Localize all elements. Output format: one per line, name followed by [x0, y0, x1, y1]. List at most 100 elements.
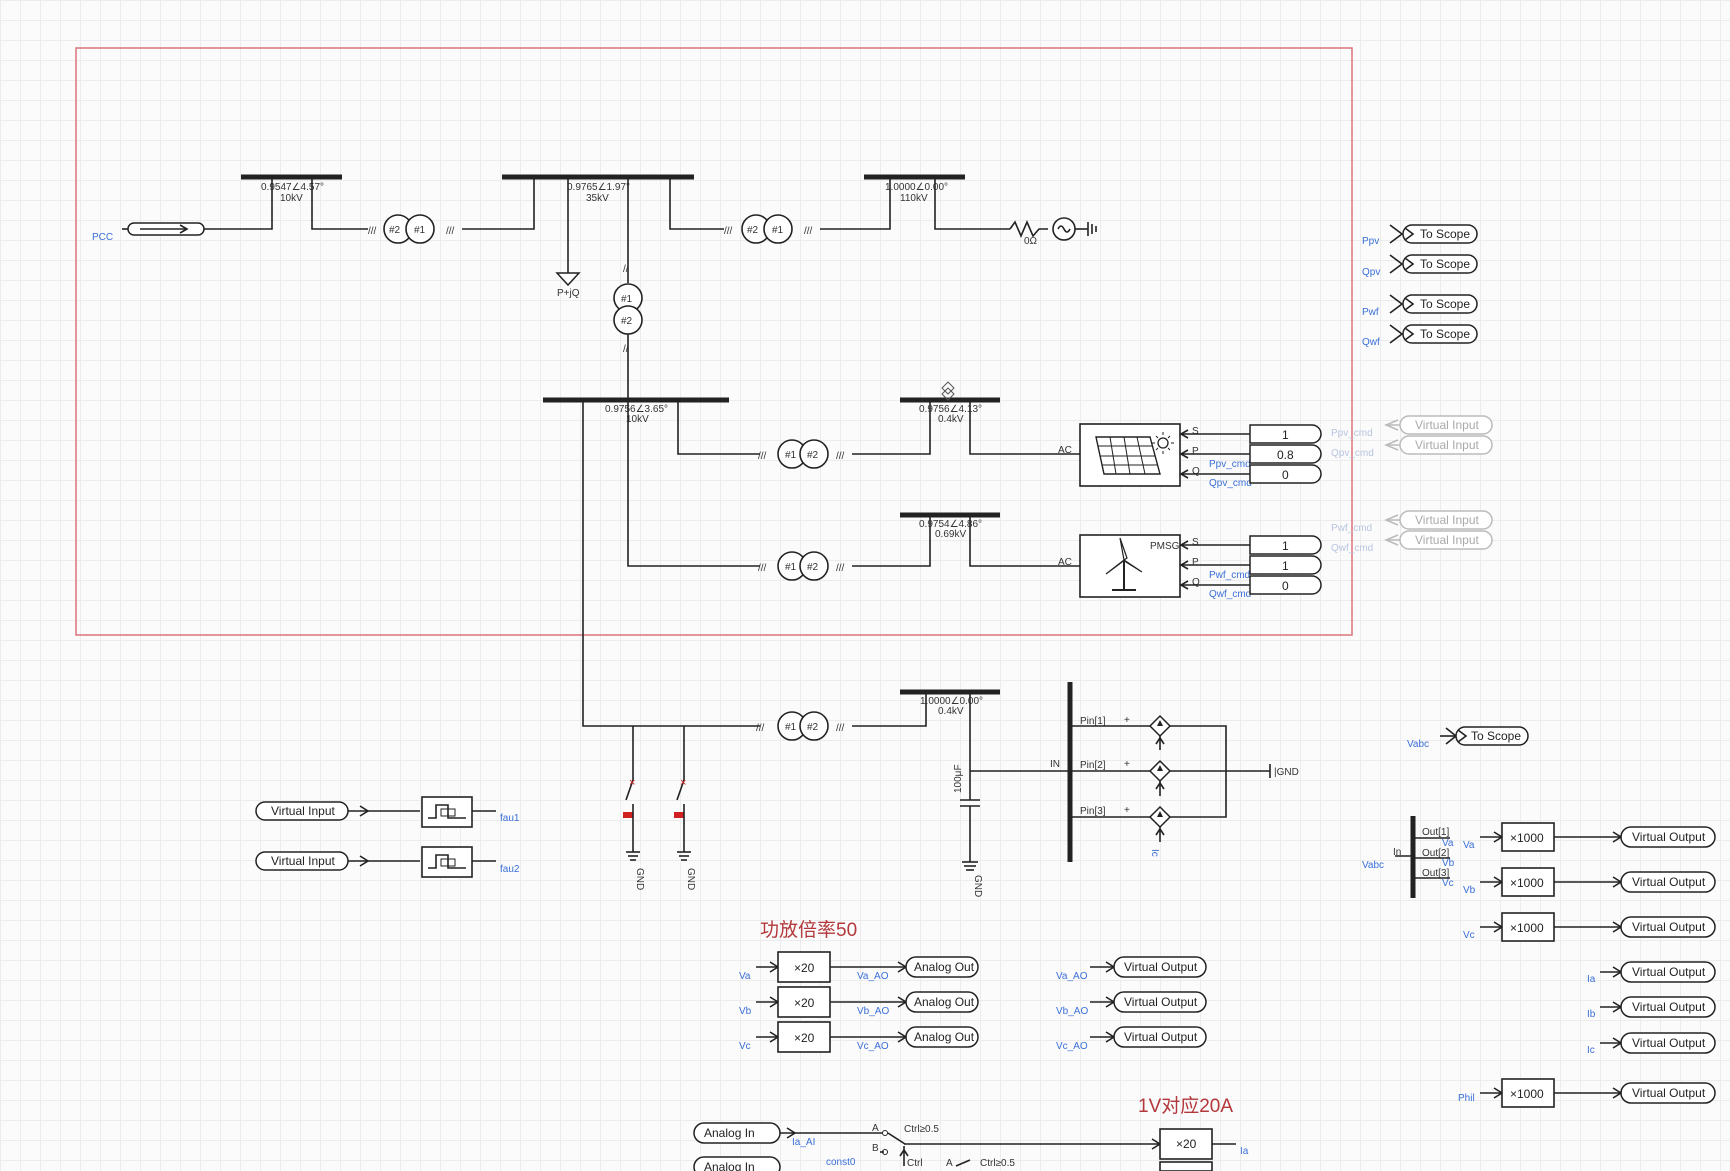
virtual-input-pwf-label: Virtual Input — [1415, 513, 1479, 527]
analog-in-1[interactable]: Analog In — [693, 1122, 781, 1144]
virtual-output-vc-ao[interactable]: Virtual Output — [1090, 1026, 1207, 1048]
transformer-10-35kv[interactable]: /// #2 #1 /// — [368, 214, 455, 244]
transformer-35-10kv[interactable]: // #1 #2 // — [613, 264, 643, 355]
wf-const-q[interactable]: 0 — [1249, 575, 1322, 595]
pv-const-q[interactable]: 0 — [1249, 464, 1322, 484]
analog-out-vb[interactable]: Analog Out — [830, 991, 979, 1013]
wf-const-p-value: 1 — [1282, 559, 1289, 573]
pv-array-block[interactable] — [1079, 423, 1181, 487]
gain-20-vc[interactable]: ×20 — [756, 1021, 831, 1053]
txb-w1-label: #1 — [785, 722, 797, 733]
analog-out-va[interactable]: Analog Out — [830, 956, 979, 978]
capacitor-100uf[interactable] — [960, 692, 980, 871]
analog-out-vc-label: Analog Out — [914, 1030, 975, 1044]
gain-1000-phil[interactable]: ×1000 — [1480, 1078, 1555, 1108]
to-scope-ppv[interactable]: To Scope — [1389, 224, 1478, 244]
gain-1000-vb[interactable]: ×1000 — [1480, 867, 1555, 897]
pmsg-wind-block[interactable]: PMSG — [1079, 534, 1181, 598]
grid-resistor[interactable] — [1009, 219, 1048, 239]
controlled-source-1[interactable] — [1148, 714, 1172, 738]
load-label: P+jQ — [557, 288, 580, 299]
transformer-35-110kv[interactable]: /// #2 #1 /// — [724, 214, 813, 244]
gain-1000-vc[interactable]: ×1000 — [1480, 912, 1555, 942]
svg-text:///: /// — [724, 226, 733, 237]
vo-vc-ao-label: Vc_AO — [1056, 1041, 1088, 1052]
controlled-source-2[interactable] — [1148, 759, 1172, 783]
vo-ia-label: Ia — [1587, 974, 1596, 985]
virtual-output-vb-ao[interactable]: Virtual Output — [1090, 991, 1207, 1013]
to-scope-qpv[interactable]: To Scope — [1389, 254, 1478, 274]
to-scope-ppv-label: To Scope — [1420, 227, 1470, 241]
to-scope-vabc-label: To Scope — [1471, 729, 1521, 743]
selector-switch-2[interactable] — [955, 1159, 971, 1167]
virtual-input-ppv[interactable]: Virtual Input — [1384, 415, 1493, 435]
analog-in-2[interactable]: Analog In — [693, 1156, 781, 1171]
svg-text://: // — [623, 264, 629, 275]
gain-1000-va[interactable]: ×1000 — [1480, 822, 1555, 852]
virtual-input-fau2[interactable]: Virtual Input — [255, 851, 349, 871]
gain-20-ia[interactable]: ×20 — [1151, 1128, 1213, 1160]
virtual-output-vb-ao-label: Virtual Output — [1124, 995, 1198, 1009]
selector-switch-1[interactable] — [880, 1130, 1160, 1167]
wind-turbine-icon — [1105, 537, 1143, 591]
pcc-cable[interactable] — [122, 222, 205, 236]
analog-in-2-label: Analog In — [704, 1160, 755, 1171]
to-scope-qwf[interactable]: To Scope — [1389, 324, 1478, 344]
controlled-source-3[interactable] — [1148, 805, 1172, 829]
virtual-output-va-ao-label: Virtual Output — [1124, 960, 1198, 974]
wf-const-s[interactable]: 1 — [1249, 535, 1322, 555]
virtual-output-va-ao[interactable]: Virtual Output — [1090, 956, 1207, 978]
gain-20-vb-label: ×20 — [794, 996, 815, 1010]
bus-35kv-voltage: 0.9765∠1.97° — [567, 182, 630, 193]
load-pjq[interactable] — [555, 177, 581, 287]
pin1-plus: + — [1124, 715, 1130, 726]
fault-switch-2[interactable]: × — [674, 726, 691, 861]
fault-timer-block-2[interactable] — [421, 846, 473, 878]
transformer-wf[interactable]: /// #1 #2 /// — [758, 551, 845, 581]
virtual-input-qpv[interactable]: Virtual Input — [1384, 435, 1493, 455]
gain-vb-in-label: Vb — [1463, 885, 1476, 896]
wf-const-p[interactable]: 1 — [1249, 555, 1322, 575]
virtual-input-qwf[interactable]: Virtual Input — [1384, 530, 1493, 550]
va-ao-label: Va_AO — [857, 971, 889, 982]
analog-out-vc[interactable]: Analog Out — [830, 1026, 979, 1048]
bus-110kv-kv: 110kV — [900, 193, 928, 204]
virtual-output-ia[interactable]: Virtual Output — [1600, 961, 1716, 983]
gain-20-va[interactable]: ×20 — [756, 951, 831, 983]
to-scope-pwf[interactable]: To Scope — [1389, 294, 1478, 314]
virtual-input-fau1[interactable]: Virtual Input — [255, 801, 349, 821]
bus-wf-kv: 0.69kV — [935, 529, 966, 540]
pv-const-p[interactable]: 0.8 — [1249, 444, 1322, 464]
virtual-input-pwf[interactable]: Virtual Input — [1384, 510, 1493, 530]
gain-20-vb[interactable]: ×20 — [756, 986, 831, 1018]
tx3-w2-label: #2 — [747, 225, 759, 236]
virtual-output-ic[interactable]: Virtual Output — [1600, 1032, 1716, 1054]
virtual-output-vb[interactable]: Virtual Output — [1554, 871, 1716, 893]
pv-const-s[interactable]: 1 — [1249, 424, 1322, 444]
demux-in-label: In — [1393, 847, 1401, 858]
virtual-output-ic-label: Virtual Output — [1632, 1036, 1706, 1050]
svg-text:×: × — [629, 777, 635, 789]
tx1-w2-label: #2 — [389, 225, 401, 236]
ppv-scope-label: Ppv — [1362, 236, 1379, 247]
transformer-bottom[interactable]: /// #1 #2 /// — [756, 711, 845, 741]
bus-pv-voltage: 0.9756∠4.13° — [919, 404, 982, 415]
analog-out-va-label: Analog Out — [914, 960, 975, 974]
virtual-output-ib[interactable]: Virtual Output — [1600, 996, 1716, 1018]
svg-text:///: /// — [756, 723, 765, 734]
fault-timer-block-1[interactable] — [421, 796, 473, 828]
fault-switch-1[interactable]: × — [623, 726, 640, 861]
virtual-output-va[interactable]: Virtual Output — [1554, 826, 1716, 848]
analog-out-vb-label: Analog Out — [914, 995, 975, 1009]
to-scope-vabc[interactable]: To Scope — [1440, 726, 1529, 746]
vabc-demux-label: Vabc — [1362, 860, 1384, 871]
transformer-pv[interactable]: /// #1 #2 /// — [758, 439, 845, 469]
bus-pv-kv: 0.4kV — [938, 414, 964, 425]
grid-voltage-source[interactable] — [1052, 217, 1097, 241]
wf-qwf-cmd-label: Qwf_cmd — [1209, 589, 1251, 600]
virtual-output-phil[interactable]: Virtual Output — [1554, 1082, 1716, 1104]
qwf-scope-label: Qwf — [1362, 337, 1380, 348]
virtual-output-vc[interactable]: Virtual Output — [1554, 916, 1716, 938]
sel1-b-label: B — [872, 1143, 879, 1154]
gain-1000-phil-label: ×1000 — [1510, 1087, 1544, 1101]
